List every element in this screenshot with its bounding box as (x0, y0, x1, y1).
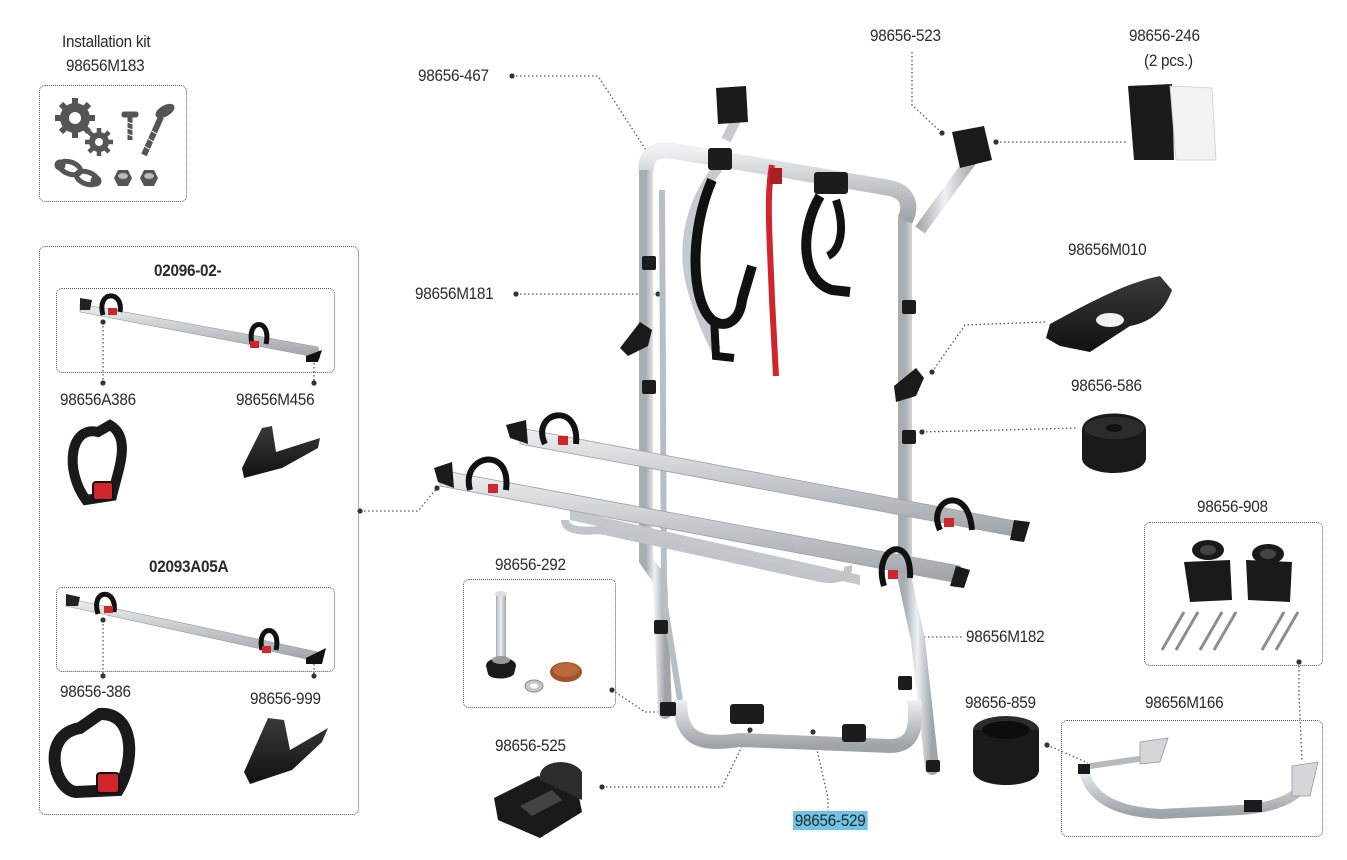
part-label-98656M181[interactable]: 98656M181 (415, 284, 494, 303)
part-label-98656-246[interactable]: 98656-246 (1129, 26, 1200, 45)
carrier-frame-image (434, 86, 1030, 775)
small-gear-icon (85, 128, 113, 156)
part-98656M166-box (1061, 720, 1323, 837)
part-label-98656M010[interactable]: 98656M010 (1068, 240, 1147, 259)
tube-98656M166-image (1078, 737, 1319, 820)
part-label-98656M166[interactable]: 98656M166 (1145, 693, 1224, 712)
holder-98656M010-image (1046, 276, 1172, 352)
pads-98656-246-image (1128, 84, 1217, 161)
part-label-98656-908[interactable]: 98656-908 (1197, 497, 1268, 516)
screw-icon (121, 103, 175, 157)
part-label-98656-523[interactable]: 98656-523 (870, 26, 941, 45)
part-label-98656-525[interactable]: 98656-525 (495, 736, 566, 755)
part-qty-98656-246: (2 pcs.) (1144, 51, 1193, 70)
part-label-98656-586[interactable]: 98656-586 (1071, 376, 1142, 395)
rail-group-box (39, 246, 359, 815)
part-label-98656-859[interactable]: 98656-859 (965, 693, 1036, 712)
installation-kit-icons (54, 98, 175, 188)
rail-label-02096-02[interactable]: 02096-02- (154, 261, 222, 280)
parts-98656-908-image (1160, 540, 1300, 651)
rail-02096-image (79, 293, 322, 362)
part-label-98656-386[interactable]: 98656-386 (60, 682, 131, 701)
part-label-98656-292[interactable]: 98656-292 (495, 555, 566, 574)
chain-icon (54, 158, 102, 188)
gear-icon (55, 98, 95, 138)
part-label-98656A386[interactable]: 98656A386 (60, 390, 136, 409)
part-label-98656-529-highlighted[interactable]: 98656-529 (793, 811, 868, 831)
rail-02093-image (65, 591, 326, 664)
strap-98656A386-image (67, 419, 127, 506)
shoe-98656-999-image (244, 718, 328, 784)
sleeve-98656-859-image (973, 716, 1039, 785)
part-98656-292-box (463, 579, 616, 708)
highlight-98656-529: 98656-529 (793, 811, 868, 830)
installation-kit-box (39, 85, 187, 202)
installation-kit-code[interactable]: 98656M183 (66, 56, 145, 75)
part-label-98656-467[interactable]: 98656-467 (418, 66, 489, 85)
nut-icon (114, 170, 158, 186)
foot-98656-292-image (486, 591, 582, 693)
installation-kit-title: Installation kit (62, 32, 151, 51)
shoe-98656M456-image (242, 426, 320, 478)
rail-label-02093A05A[interactable]: 02093A05A (149, 557, 229, 576)
cap-98656-586-image (1082, 413, 1146, 473)
part-label-98656M456[interactable]: 98656M456 (236, 390, 315, 409)
part-label-98656-999[interactable]: 98656-999 (250, 689, 321, 708)
rail-02096-box (56, 288, 335, 373)
bracket-98656-525-image (494, 762, 582, 838)
part-98656-908-box (1144, 522, 1323, 666)
part-label-98656M182[interactable]: 98656M182 (966, 627, 1045, 646)
rail-02093-box (56, 587, 335, 672)
strap-98656-386-image (48, 708, 136, 799)
